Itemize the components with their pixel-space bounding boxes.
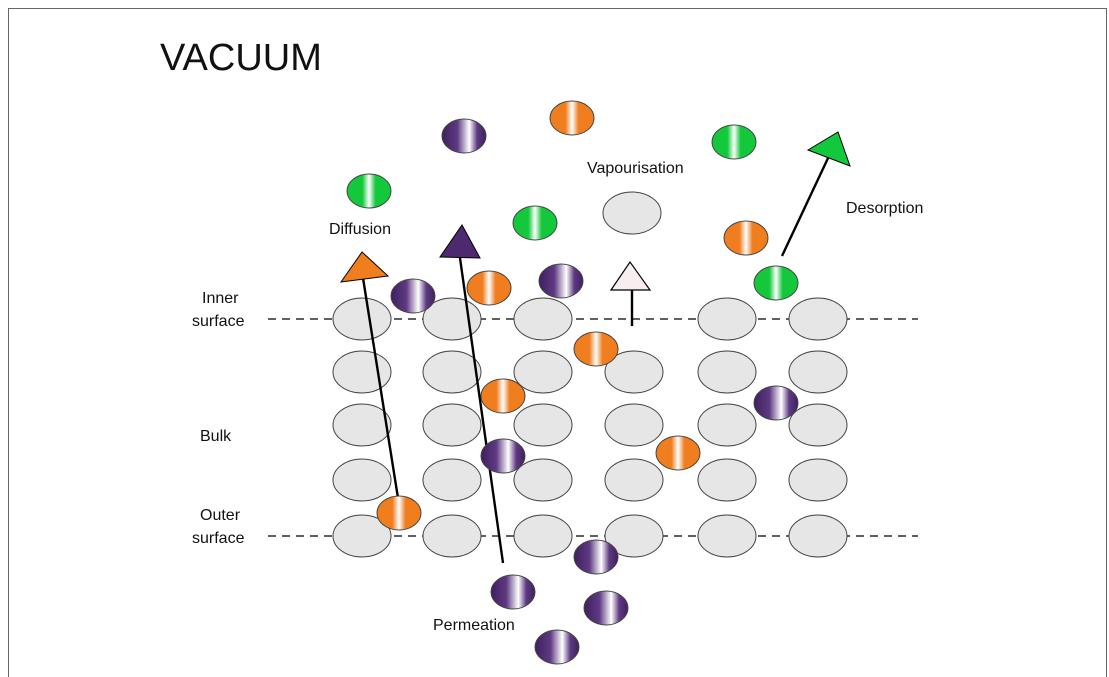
host-atom — [789, 459, 847, 501]
purple-particle — [574, 540, 618, 574]
host-atom — [605, 404, 663, 446]
host-atom — [789, 515, 847, 557]
vapourisation-arrow — [611, 262, 650, 326]
host-atom — [514, 404, 572, 446]
orange-particle — [724, 221, 768, 255]
host-atom — [514, 351, 572, 393]
host-atom — [698, 404, 756, 446]
purple-particle — [539, 264, 583, 298]
host-atom — [333, 404, 391, 446]
orange-particle — [550, 101, 594, 135]
purple-particle — [491, 575, 535, 609]
permeation-label: Permeation — [433, 617, 515, 634]
host-atom — [423, 351, 481, 393]
host-atom — [698, 459, 756, 501]
host-atom — [514, 459, 572, 501]
host-atom — [789, 351, 847, 393]
host-atom — [789, 404, 847, 446]
desorption-arrow — [782, 132, 850, 256]
orange-particle — [574, 332, 618, 366]
purple-particle — [535, 630, 579, 664]
host-atom — [333, 298, 391, 340]
host-atom — [698, 515, 756, 557]
purple-particle — [584, 591, 628, 625]
inner-surface-label-line2: surface — [192, 313, 245, 330]
host-atom — [423, 459, 481, 501]
inner-surface-label-line1: Inner — [202, 290, 239, 307]
vapourisation-label: Vapourisation — [587, 160, 684, 177]
green-particle — [712, 125, 756, 159]
green-particle — [513, 206, 557, 240]
host-atom — [698, 298, 756, 340]
host-atom — [514, 515, 572, 557]
orange-particle — [481, 379, 525, 413]
vapourised-host-atom — [603, 192, 661, 234]
bulk-label: Bulk — [200, 428, 232, 445]
desorption-label: Desorption — [846, 200, 923, 217]
host-atom — [789, 298, 847, 340]
host-atom — [423, 404, 481, 446]
purple-particle — [481, 439, 525, 473]
host-atom — [698, 351, 756, 393]
green-particle — [754, 266, 798, 300]
orange-particle — [467, 271, 511, 305]
orange-particle — [656, 436, 700, 470]
host-atom — [333, 459, 391, 501]
host-atom — [333, 351, 391, 393]
purple-particle — [754, 386, 798, 420]
outer-surface-label-line2: surface — [192, 530, 245, 547]
purple-particle — [391, 279, 435, 313]
host-atom — [514, 298, 572, 340]
outer-surface-label-line1: Outer — [200, 507, 241, 524]
diagram-title: VACUUM — [160, 37, 322, 79]
host-atom — [423, 515, 481, 557]
host-atom — [605, 459, 663, 501]
diffusion-label: Diffusion — [329, 221, 391, 238]
purple-particle — [442, 119, 486, 153]
orange-particle — [377, 496, 421, 530]
green-particle — [347, 174, 391, 208]
